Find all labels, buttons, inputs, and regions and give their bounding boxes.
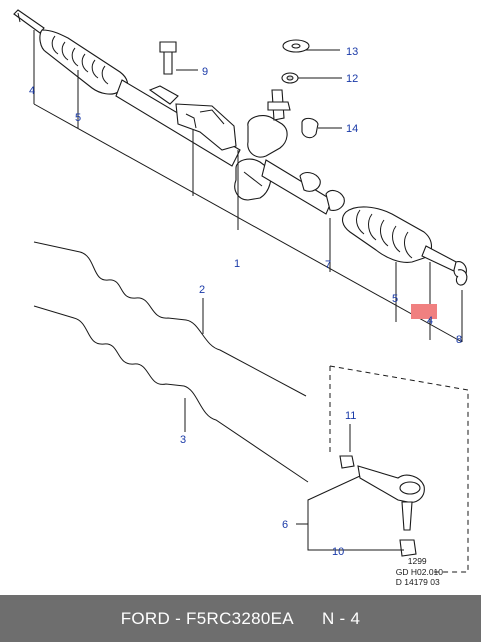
part-info-footer: FORD - F5RC3280EA N - 4 [0, 595, 481, 642]
callout-13: 13 [346, 46, 358, 58]
callout-5-left: 5 [75, 112, 81, 124]
callout-3: 3 [180, 434, 186, 446]
callout-labels: 1 2 3 4 4 5 5 6 7 8 9 10 11 12 13 14 [29, 46, 462, 558]
reference-code-1: 1299 [407, 556, 427, 566]
reference-code-block: 1299 GD H02.010 D 14179 03 [396, 556, 443, 588]
position-label: N - 4 [321, 608, 361, 628]
reference-code-3: D 14179 03 [395, 577, 440, 587]
callout-4-right: 4 [427, 315, 433, 327]
callout-2: 2 [199, 284, 205, 296]
reference-code-2: GD H02.010 [395, 566, 443, 577]
leader-lines [33, 30, 463, 551]
transfer-pipes [33, 241, 309, 483]
callout-11: 11 [345, 410, 356, 422]
highlight-marker [411, 304, 437, 319]
callout-9: 9 [202, 66, 208, 78]
tie-rod-end [329, 365, 469, 573]
callout-4-left: 4 [29, 85, 35, 97]
callout-14: 14 [346, 123, 358, 135]
callout-5-right: 5 [392, 293, 398, 305]
callout-1: 1 [234, 258, 240, 270]
callout-8: 8 [456, 334, 462, 346]
callout-6: 6 [282, 519, 288, 531]
callout-7: 7 [325, 259, 331, 271]
part-label: FORD - F5RC3280EA [120, 608, 294, 628]
small-parts [159, 39, 468, 286]
callout-10: 10 [332, 546, 344, 558]
callout-12: 12 [346, 73, 358, 85]
steering-rack-assembly [13, 9, 467, 279]
steering-rack-exploded-diagram: 1 2 3 4 4 5 5 6 7 8 9 10 11 12 13 14 [13, 9, 469, 573]
